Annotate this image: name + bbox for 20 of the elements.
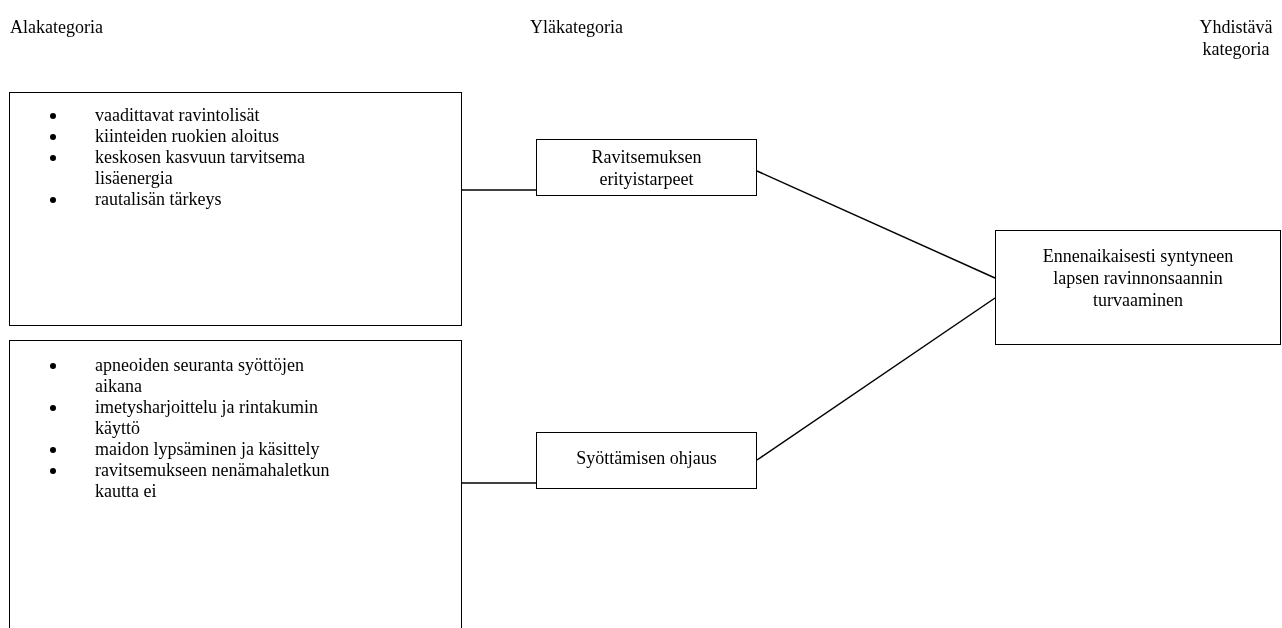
- list-item: vaadittavat ravintolisät: [95, 105, 261, 126]
- list-box: [9, 92, 462, 326]
- list-item: ravitsemukseen nenämahaletkun kautta ei: [95, 460, 330, 502]
- category-label: Syöttämisen ohjaus: [575, 447, 718, 469]
- connector-line: [756, 297, 996, 461]
- column-heading: Yhdistävä kategoria: [1198, 16, 1274, 60]
- connector-line: [756, 170, 996, 279]
- connector-line: [461, 189, 537, 191]
- list-box: [9, 340, 462, 628]
- category-box: [995, 230, 1281, 345]
- category-label: Ravitsemuksen erityistarpeet: [590, 146, 703, 190]
- list-item: kiinteiden ruokien aloitus: [95, 126, 280, 147]
- column-heading: Alakategoria: [10, 16, 103, 38]
- column-heading: Yläkategoria: [530, 16, 623, 38]
- category-box: [536, 139, 757, 196]
- category-label: Ennenaikaisesti syntyneen lapsen ravinnonsaannin turvaaminen: [1041, 245, 1235, 311]
- category-box: [536, 432, 757, 489]
- connector-line: [461, 482, 537, 484]
- list-item: rautalisän tärkeys: [95, 189, 223, 210]
- list-item: maidon lypsäminen ja käsittely: [95, 439, 321, 460]
